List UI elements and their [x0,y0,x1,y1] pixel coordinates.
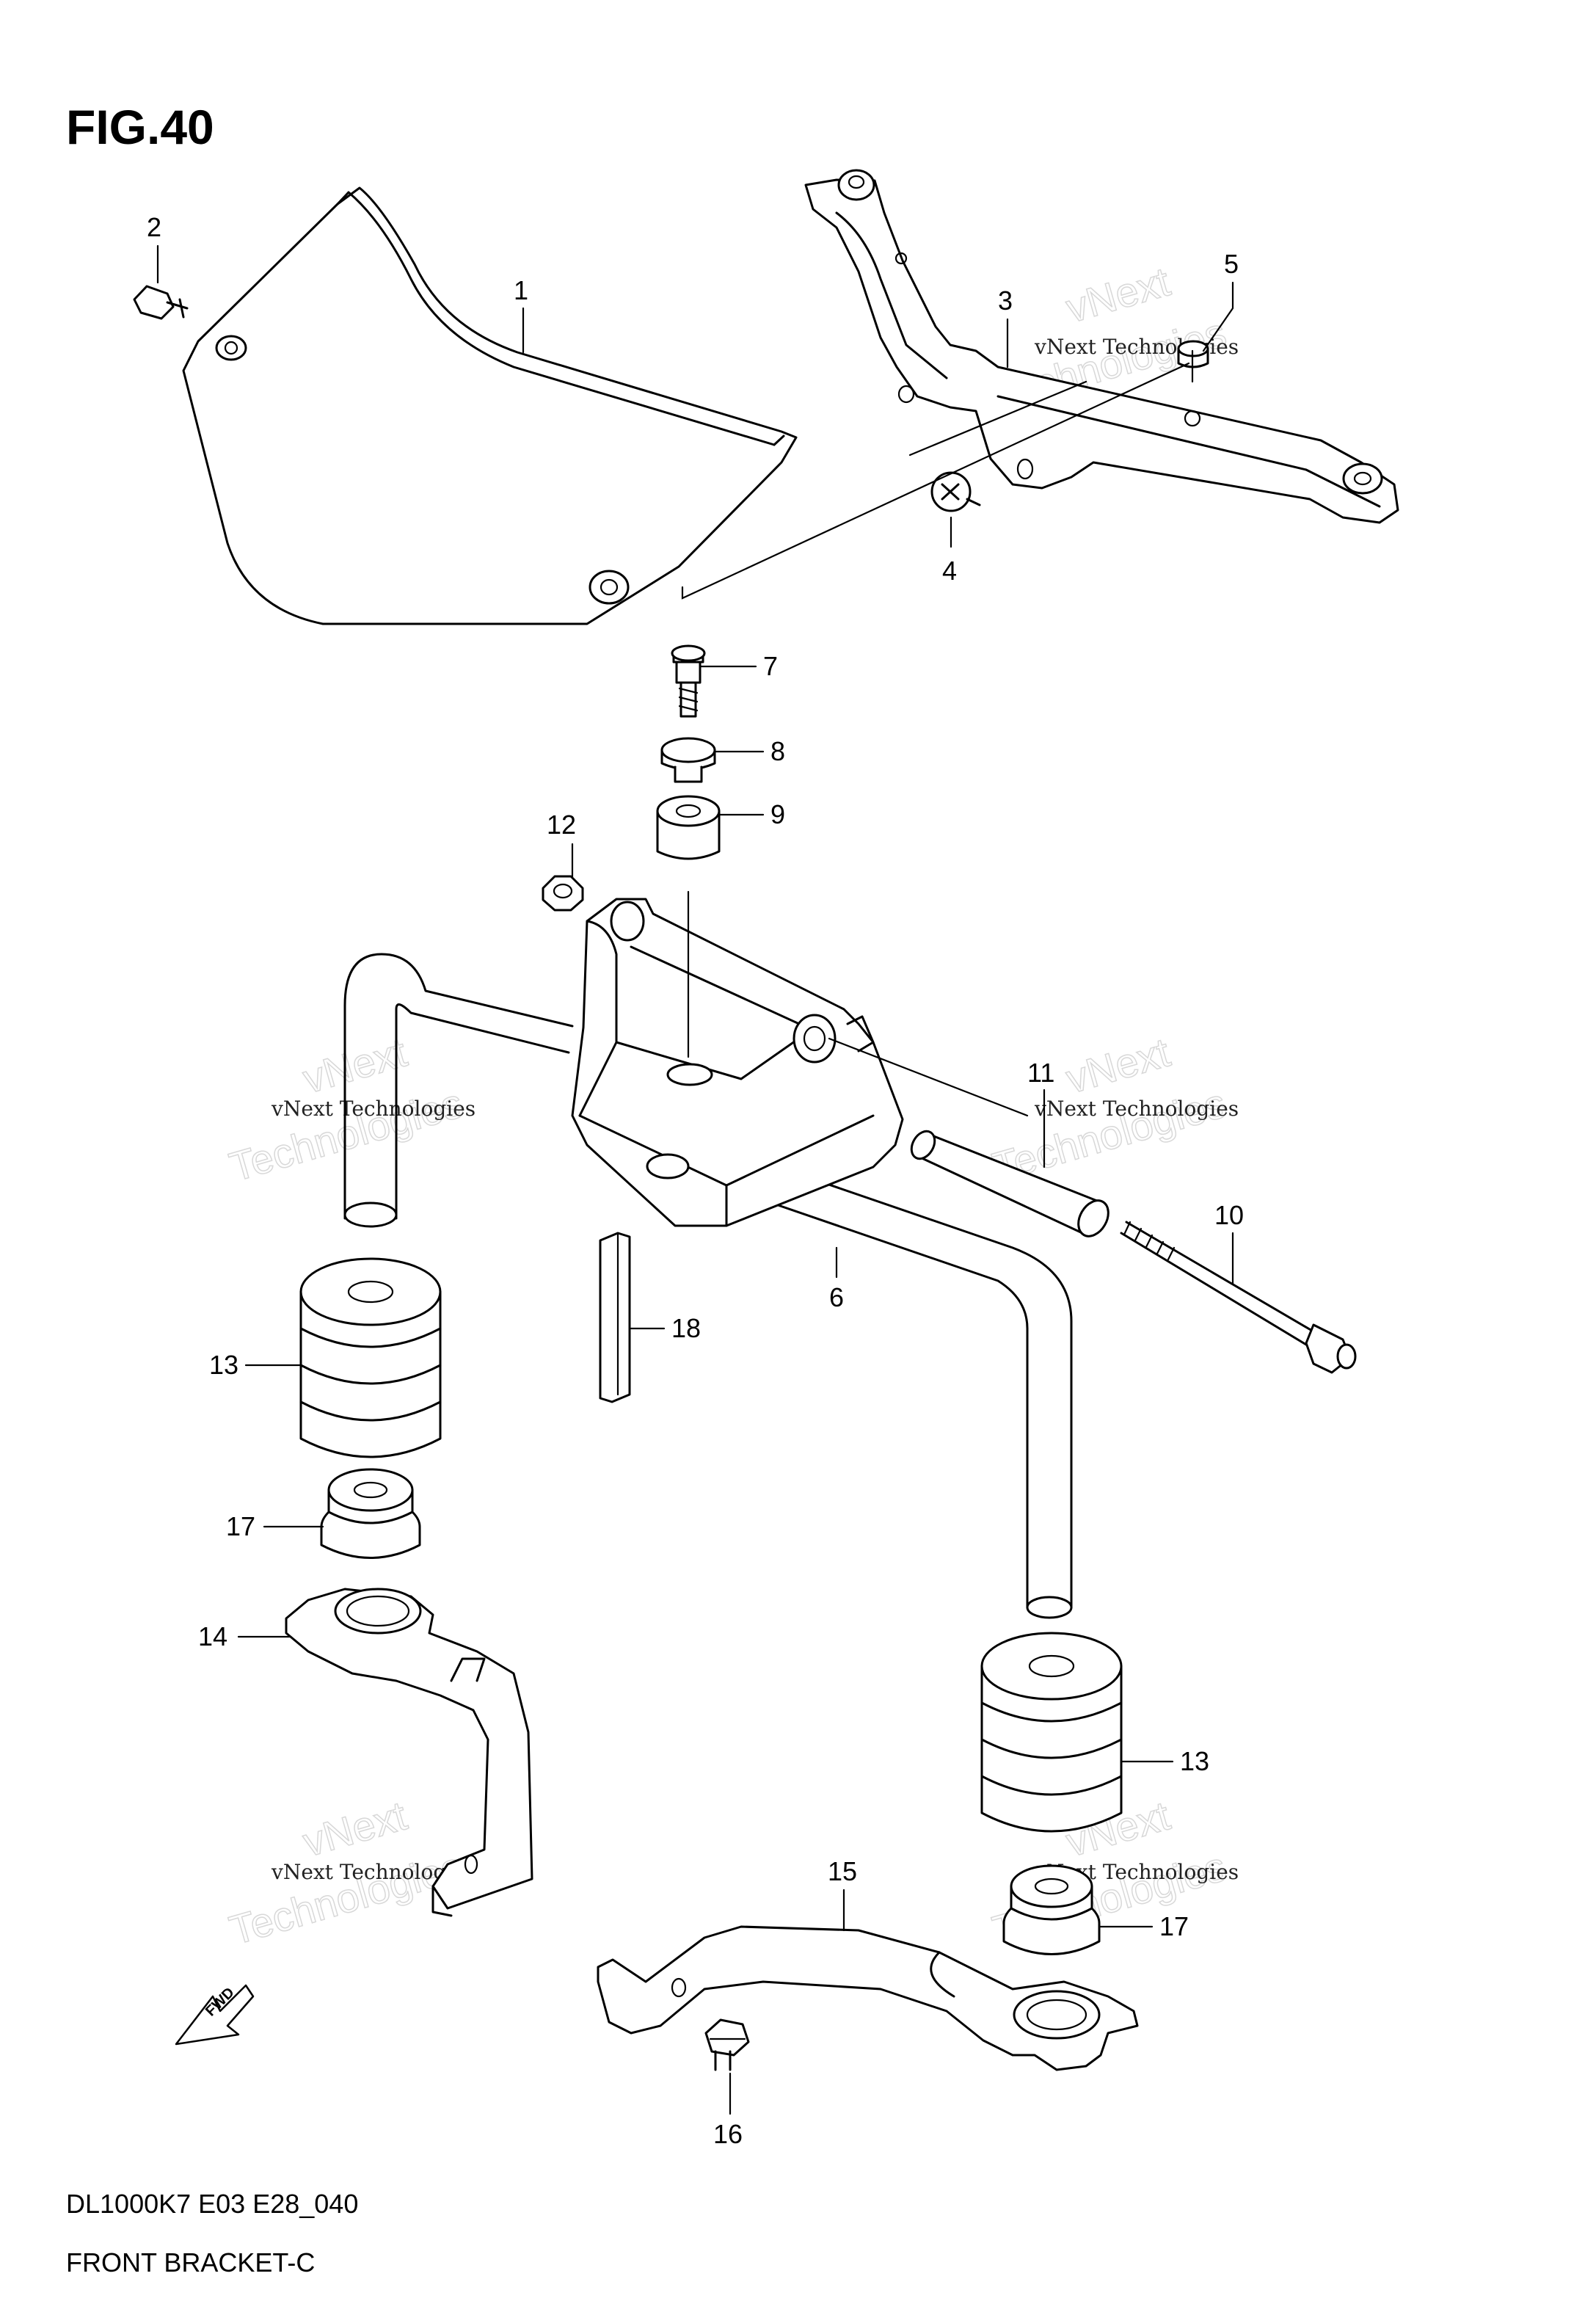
watermark-bottom-left: vNext Technologies vNext Technologies [224,1792,475,1955]
watermark-brand: vNext [1061,1028,1175,1102]
part-9-rubber [656,795,721,860]
callout-13-right: 13 [1180,1746,1209,1776]
part-11-collar-tube [910,1130,1109,1237]
callout-5: 5 [1224,249,1239,279]
part-8-collar [660,737,716,783]
callout-17-left: 17 [226,1511,255,1541]
part-17-right-bushing [1002,1864,1101,1955]
callout-6: 6 [829,1282,844,1312]
model-code: DL1000K7 E03 E28_040 [66,2189,358,2219]
watermark-brand: vNext [298,1028,412,1102]
callout-leaders [156,244,1234,2115]
callout-1: 1 [514,275,528,305]
watermark-text: vNext Technologies [1034,1097,1239,1121]
callout-7: 7 [763,651,778,681]
callout-3: 3 [998,286,1013,316]
callout-11: 11 [1027,1058,1054,1088]
part-10-long-bolt [1120,1221,1357,1374]
alignment-line [681,362,1190,600]
callout-10: 10 [1214,1200,1244,1230]
part-2-clip [133,285,189,320]
part-13-right-rubber [980,1632,1123,1833]
callout-16: 16 [713,2119,743,2149]
part-1-cover [182,186,798,625]
watermark-mid-left: vNext Technologies vNext Technologies [224,1028,475,1191]
alignment-line [908,380,1087,457]
callout-9: 9 [770,799,785,829]
part-13-left-rubber [299,1257,442,1458]
callout-4: 4 [942,556,957,586]
callout-12: 12 [547,810,576,840]
part-18-strip [599,1232,631,1403]
watermark-brand: vNext [1061,258,1175,331]
callout-18: 18 [671,1313,701,1343]
fwd-arrow-icon: FWD [175,1984,255,2046]
figure-caption: FRONT BRACKET-C [66,2247,315,2278]
callout-17-right: 17 [1159,1911,1189,1941]
part-14-left-bracket [285,1588,533,1917]
watermark-mid-right: vNext Technologies vNext Technologies [987,1028,1239,1191]
part-3-frame-bracket [804,169,1399,524]
watermark-text: vNext Technologies [271,1097,475,1121]
callout-2: 2 [147,212,161,242]
part-16-bolt [704,2018,750,2071]
part-12-nut [542,875,584,912]
part-17-left-bushing [320,1468,421,1559]
part-6-tube-frame [343,890,1073,1619]
part-7-bolt [671,644,706,718]
part-15-right-bracket [597,1925,1139,2071]
callout-labels: 2 1 3 4 5 7 8 9 12 10 11 6 18 13 17 14 1… [147,212,1244,2149]
callout-14: 14 [198,1621,227,1651]
callout-8: 8 [770,736,785,766]
callout-15: 15 [828,1856,857,1886]
part-4-screw [930,471,981,512]
watermark-brand: vNext [298,1792,412,1865]
figure-title: FIG.40 [66,100,214,154]
callout-13-left: 13 [209,1350,238,1380]
